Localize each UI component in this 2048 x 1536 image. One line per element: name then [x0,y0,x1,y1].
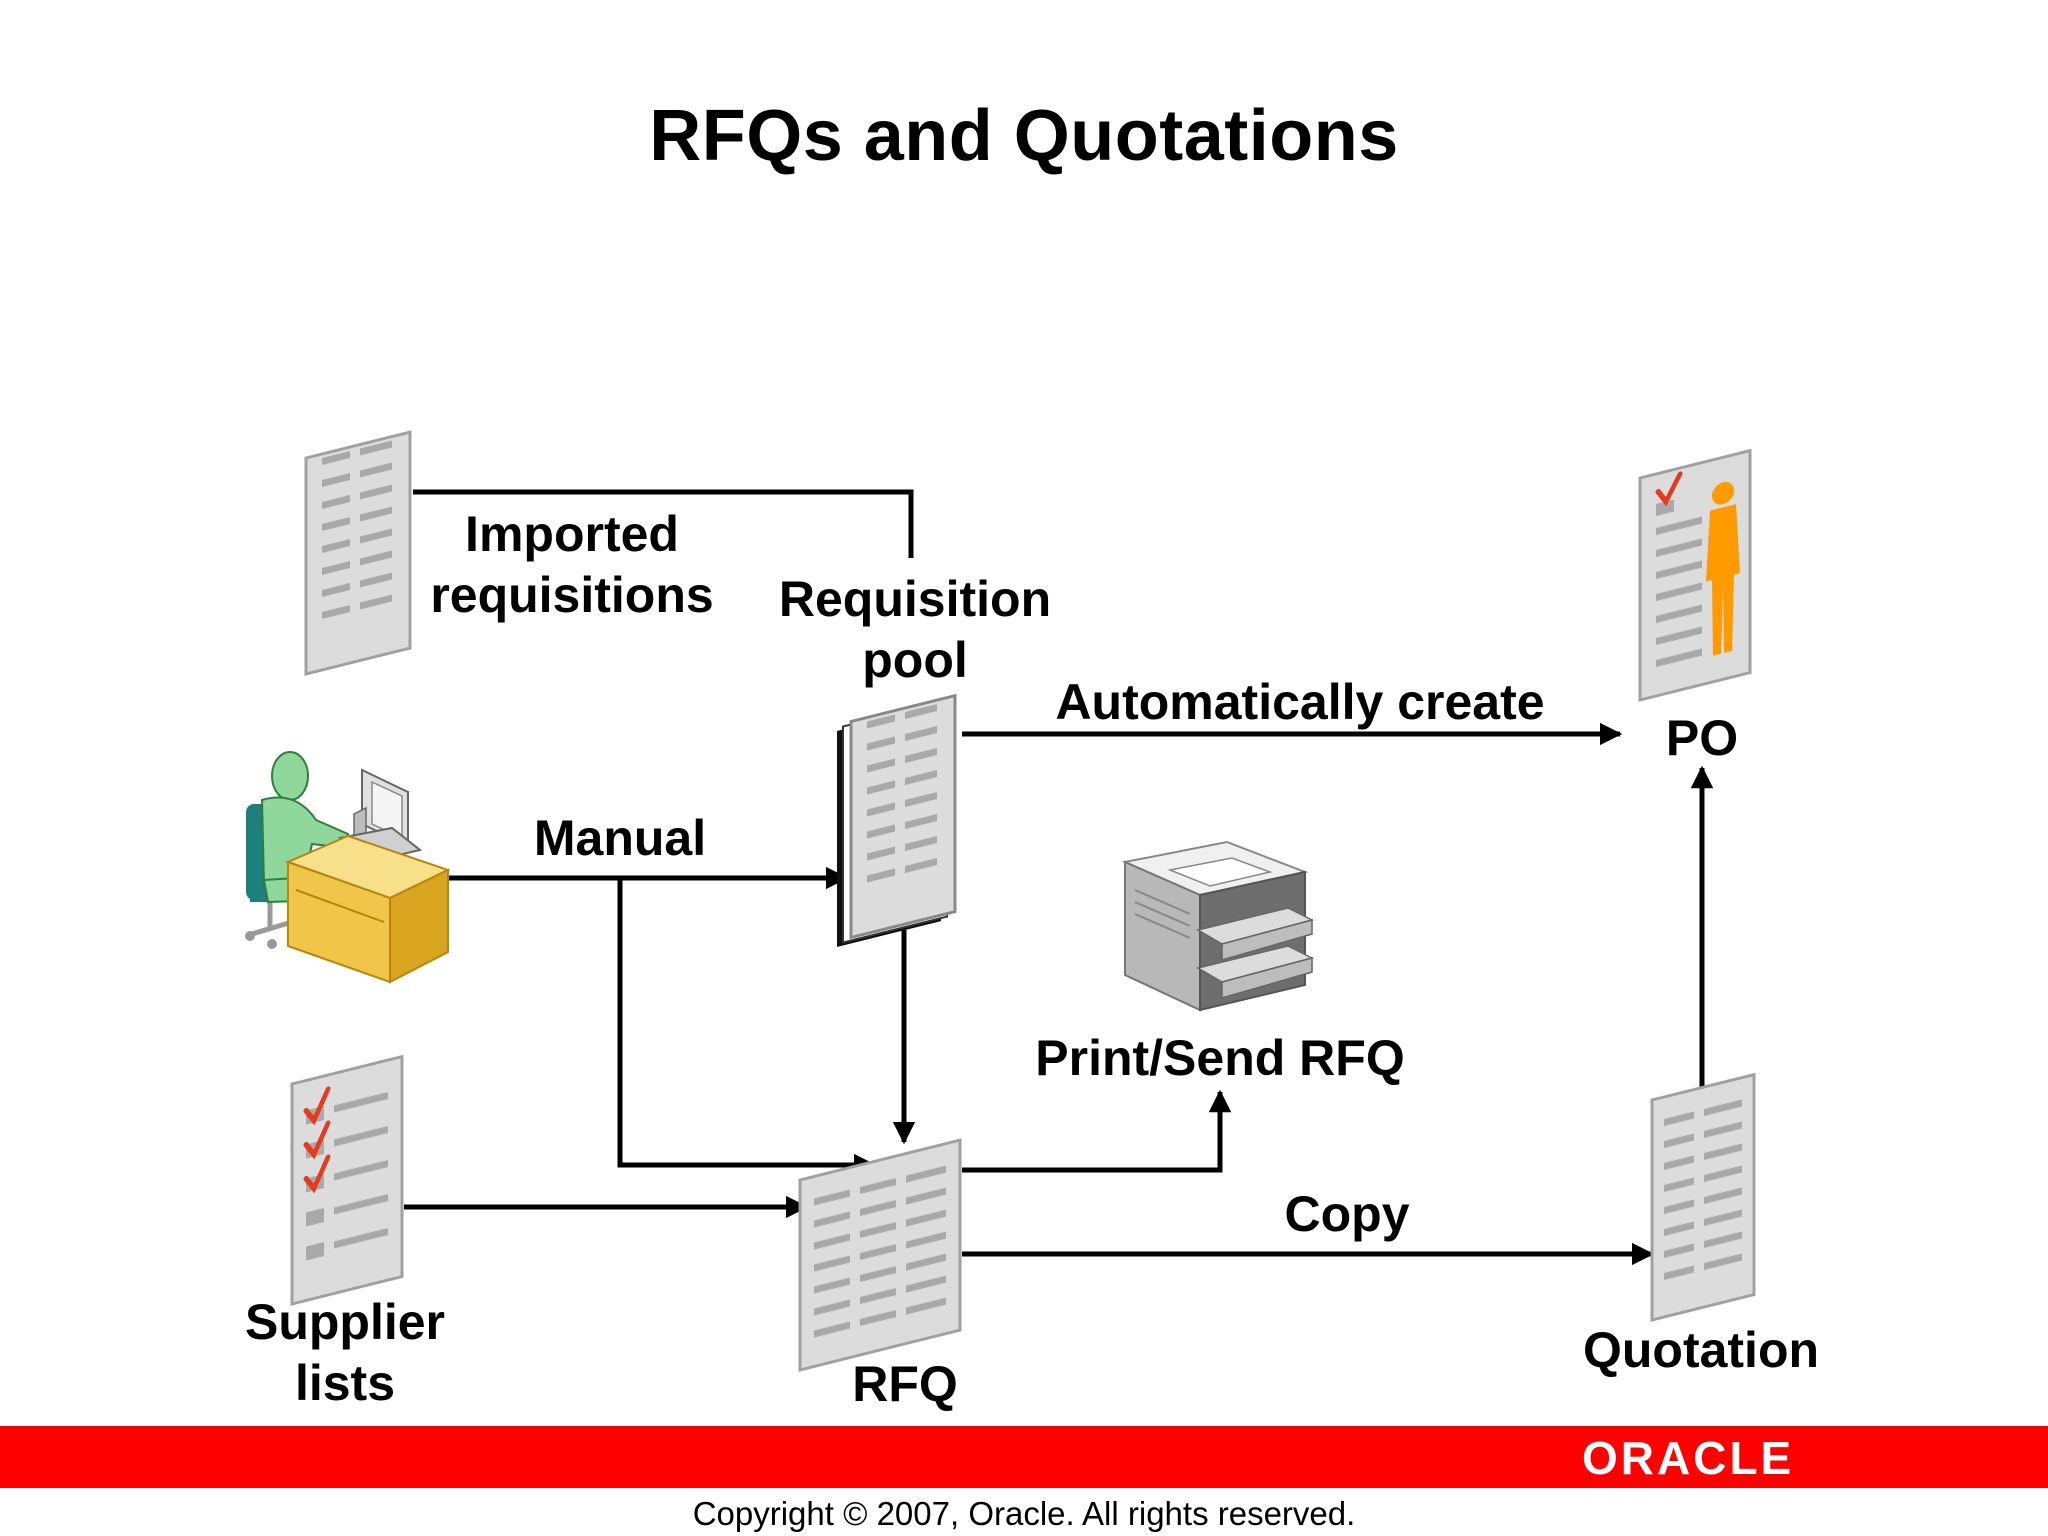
label-print-send-rfq: Print/Send RFQ [1035,1030,1405,1086]
supplier-lists-document-icon [290,1054,404,1306]
label-imported-requisitions: Imported requisitions [430,506,714,623]
connectors [404,489,1714,1266]
rfq-document-icon [798,1138,962,1372]
label-rfq: RFQ [852,1356,958,1412]
footer-red-bar [0,1426,2048,1488]
copyright-text: Copyright © 2007, Oracle. All rights res… [692,1495,1356,1532]
requisition-pool-stack-icon [837,693,957,947]
imported-requisitions-document-icon [304,430,412,676]
arrow-manual-to-rfq [617,878,877,1177]
label-requisition-pool: Requisition pool [778,571,1052,688]
quotation-document-icon [1650,1072,1756,1322]
oracle-logo: ORACLE [1582,1432,1795,1484]
user-at-desk-icon [245,751,451,984]
label-supplier-lists: Supplier lists [244,1294,446,1411]
label-copy: Copy [1284,1186,1410,1242]
label-manual: Manual [533,810,707,866]
printer-icon [1121,840,1315,1012]
label-automatically-create: Automatically create [1055,674,1545,730]
po-document-icon [1638,448,1752,702]
label-quotation: Quotation [1582,1322,1820,1378]
arrow-rfq-to-print [962,1089,1232,1173]
process-diagram [245,430,1756,1372]
label-po: PO [1665,710,1739,766]
page-title: RFQs and Quotations [649,96,1399,176]
arrow-imported-to-pool [413,489,914,558]
